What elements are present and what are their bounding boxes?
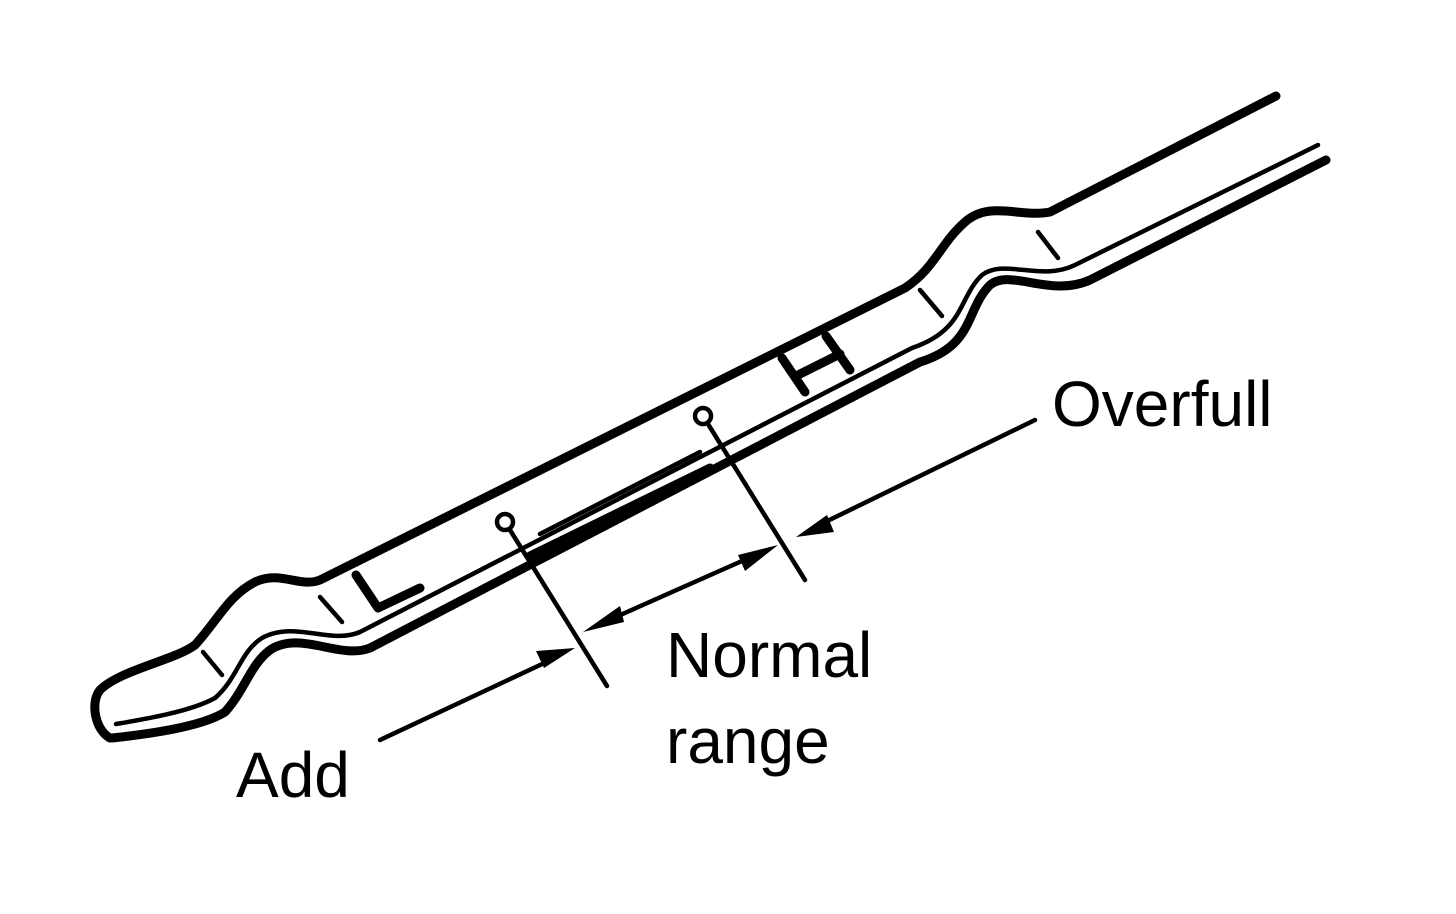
- overfull-arrowhead: [796, 515, 834, 537]
- tick-mark-l-left: [317, 594, 345, 625]
- normal-range-arrowhead-left: [583, 606, 624, 632]
- add-arrowhead: [536, 648, 575, 668]
- low-mark-letter-l: [351, 570, 425, 613]
- tick-mark-right-end: [1035, 229, 1061, 261]
- normal-range-arrowhead-right: [738, 545, 778, 571]
- label-normal-line2: range: [666, 705, 830, 777]
- add-level-point: [494, 511, 516, 533]
- normal-range-arrow-line: [597, 550, 763, 627]
- overfull-arrow-line: [812, 417, 1038, 530]
- add-level-leader: [507, 527, 610, 689]
- tick-mark-near-tip: [200, 649, 225, 678]
- add-arrow-line: [377, 655, 558, 743]
- full-level-leader: [705, 421, 808, 583]
- label-normal-line1: Normal: [666, 619, 872, 691]
- label-add: Add: [236, 739, 350, 811]
- dipstick-upper-edge: [90, 91, 1281, 743]
- full-level-point: [692, 405, 714, 427]
- high-mark-letter-h-bar: [791, 349, 845, 381]
- label-overfull: Overfull: [1052, 368, 1273, 440]
- dipstick-center-groove-thin: [537, 449, 703, 537]
- dipstick-center-groove: [525, 463, 715, 561]
- dipstick-lower-edge: [107, 155, 1331, 743]
- tick-mark-right-bulge: [917, 287, 945, 319]
- dipstick-inner-edge: [113, 142, 1321, 727]
